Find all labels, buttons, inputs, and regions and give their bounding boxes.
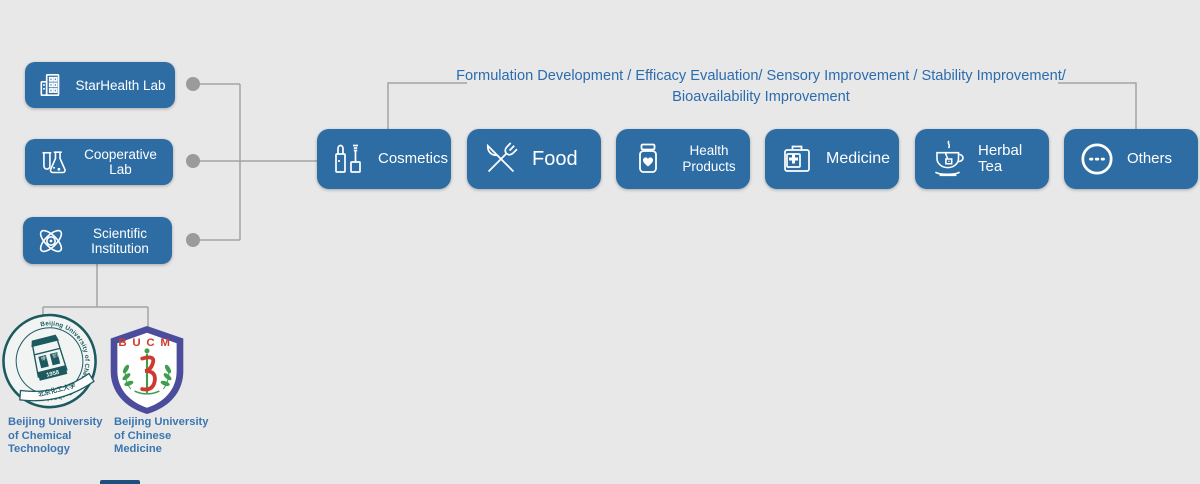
category-label: Herbal Tea — [978, 142, 1023, 175]
category-label: Food — [532, 148, 578, 170]
connector-dots — [186, 77, 200, 247]
category-label: Medicine — [826, 150, 891, 167]
category-label: Cosmetics — [378, 150, 449, 167]
seal-year: 1958 — [46, 370, 61, 379]
node-label: StarHealth Lab — [75, 77, 166, 93]
category-medicine: Medicine — [765, 129, 899, 189]
cutoff-element — [100, 480, 140, 484]
food-icon — [479, 137, 523, 181]
category-food: Food — [467, 129, 601, 189]
category-label: Others — [1127, 150, 1173, 167]
seal-motto-right: 宏德 — [52, 351, 63, 360]
category-herbal-tea: Herbal Tea — [915, 129, 1049, 189]
lab-flask-icon — [37, 147, 67, 177]
buct-seal-logo: Beijing University of Chemical Technolog… — [1, 312, 99, 419]
bucm-label: Beijing University of Chinese Medicine — [114, 416, 209, 455]
node-starhealth-lab: StarHealth Lab — [25, 62, 175, 108]
category-health-products: Health Products — [616, 129, 750, 189]
node-label: Cooperative Lab — [84, 147, 157, 177]
category-others: Others — [1064, 129, 1198, 189]
cosmetics-icon — [329, 139, 369, 179]
bucm-shield-logo: BUCM — [104, 324, 190, 421]
medicine-icon — [777, 139, 817, 179]
category-cosmetics: Cosmetics — [317, 129, 451, 189]
seal-motto-left: 博学 — [40, 353, 51, 362]
health-products-icon — [628, 139, 668, 179]
herbal-tea-icon — [927, 138, 969, 180]
node-scientific-institution: Scientific Institution — [23, 217, 172, 264]
atom-icon — [35, 225, 67, 257]
others-icon — [1076, 138, 1118, 180]
node-cooperative-lab: Cooperative Lab — [25, 139, 173, 185]
bucm-acronym: BUCM — [118, 337, 175, 349]
node-label: Scientific Institution — [91, 225, 149, 256]
category-label: Health Products — [682, 143, 736, 174]
buct-label: Beijing University of Chemical Technolog… — [8, 416, 103, 455]
building-icon — [37, 71, 65, 99]
services-text: Formulation Development / Efficacy Evalu… — [456, 68, 1066, 105]
